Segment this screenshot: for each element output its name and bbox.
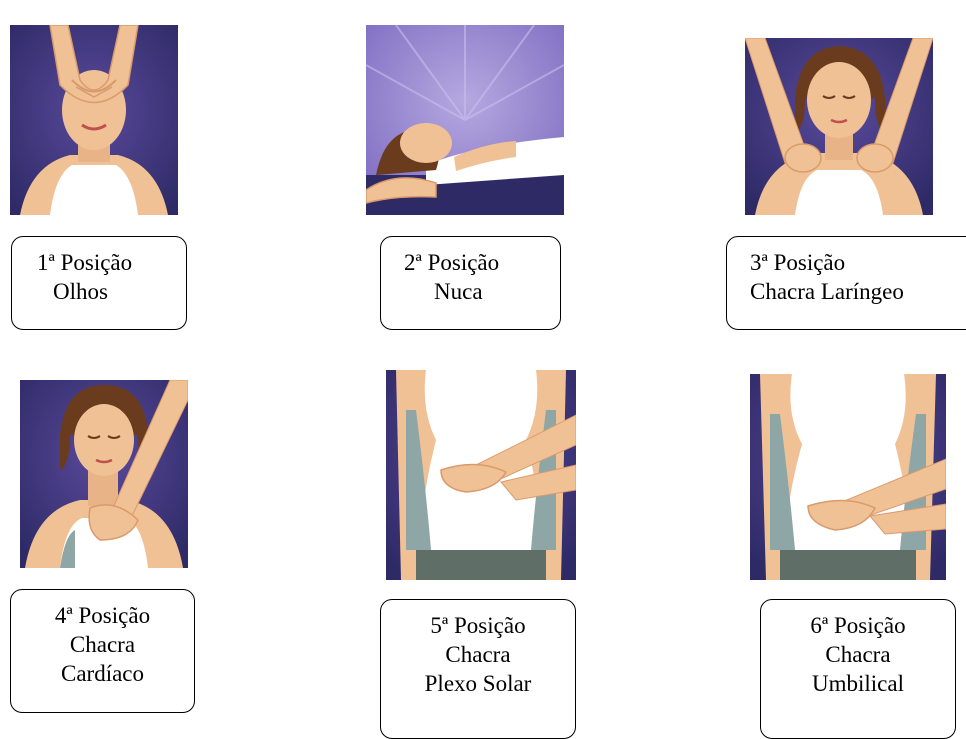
caption-line: Cardíaco [11,659,194,688]
caption-line: Olhos [37,277,186,306]
caption-line: Chacra [381,640,575,669]
illustration-position-2-neck [366,25,564,215]
caption-line: Chacra [761,640,955,669]
illustration-position-3-throat [745,38,933,215]
caption-line: 3ª Posição [750,248,966,277]
caption-position-6: 6ª Posição Chacra Umbilical [760,599,956,739]
caption-line: Chacra Laríngeo [750,277,966,306]
caption-position-4: 4ª Posição Chacra Cardíaco [10,589,195,713]
caption-line: 4ª Posição [11,601,194,630]
caption-line: 5ª Posição [381,611,575,640]
caption-line: Plexo Solar [381,669,575,698]
caption-line: Umbilical [761,669,955,698]
caption-line: Chacra [11,630,194,659]
illustration-position-4-heart [20,380,188,568]
caption-position-3: 3ª Posição Chacra Laríngeo [726,236,966,330]
caption-line: 2ª Posição [404,248,560,277]
illustration-position-5-solar-plexus [386,370,576,580]
caption-position-2: 2ª Posição Nuca [380,236,561,330]
caption-position-5: 5ª Posição Chacra Plexo Solar [380,599,576,739]
caption-line: 6ª Posição [761,611,955,640]
illustration-position-1-eyes [10,25,178,215]
caption-position-1: 1ª Posição Olhos [11,236,187,330]
illustration-position-6-umbilical [750,374,946,580]
caption-line: 1ª Posição [37,248,186,277]
caption-line: Nuca [404,277,560,306]
